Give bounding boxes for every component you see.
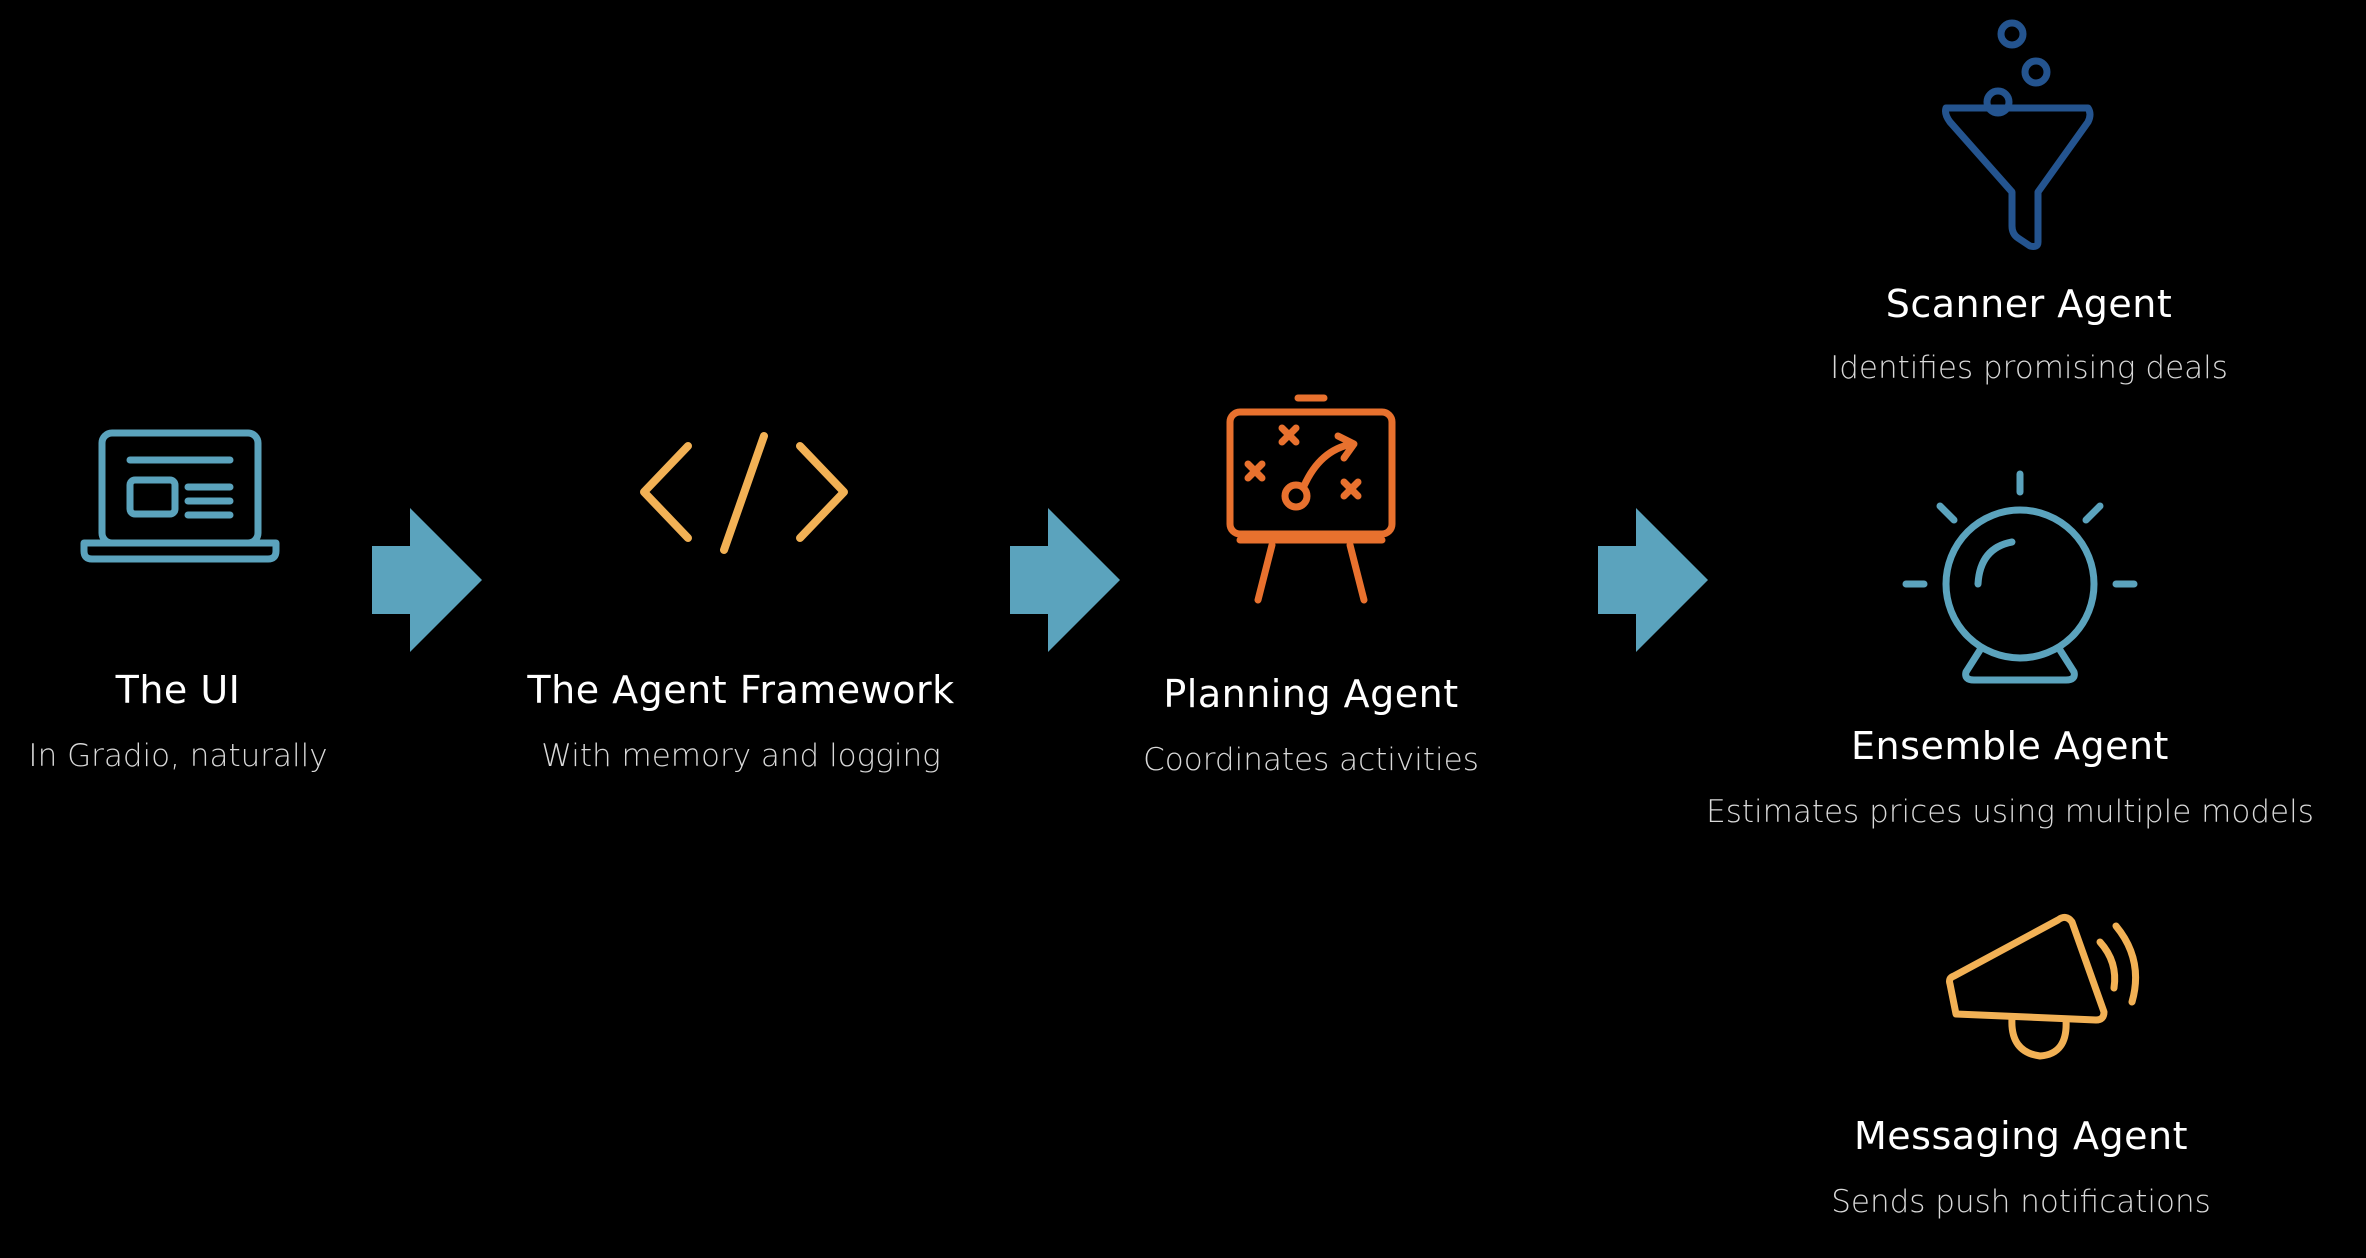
node-subtitle-planning: Coordinates activities (1143, 742, 1479, 778)
node-title-scanner: Scanner Agent (1885, 282, 2173, 326)
node-subtitle-ensemble: Estimates prices using multiple models (1706, 794, 2314, 830)
node-title-ui: The UI (115, 668, 241, 712)
node-subtitle-framework: With memory and logging (541, 738, 941, 774)
node-title-ensemble: Ensemble Agent (1851, 724, 2169, 768)
flow-arrow-3 (1598, 508, 1708, 652)
node-subtitle-scanner: Identifies promising deals (1830, 350, 2228, 386)
node-title-messaging: Messaging Agent (1854, 1114, 2188, 1158)
code-icon (640, 432, 848, 554)
node-subtitle-messaging: Sends push notifications (1831, 1184, 2211, 1220)
megaphone-icon (1946, 913, 2140, 1060)
node-subtitle-ui: In Gradio, naturally (28, 738, 328, 774)
node-title-framework: The Agent Framework (527, 668, 955, 712)
crystal-ball-icon (1902, 470, 2138, 684)
laptop-icon (80, 429, 280, 563)
strategy-board-icon (1226, 394, 1396, 604)
flow-arrow-2 (1010, 508, 1120, 652)
flow-arrow-1 (372, 508, 482, 652)
funnel-icon (1942, 19, 2094, 250)
node-title-planning: Planning Agent (1163, 672, 1459, 716)
